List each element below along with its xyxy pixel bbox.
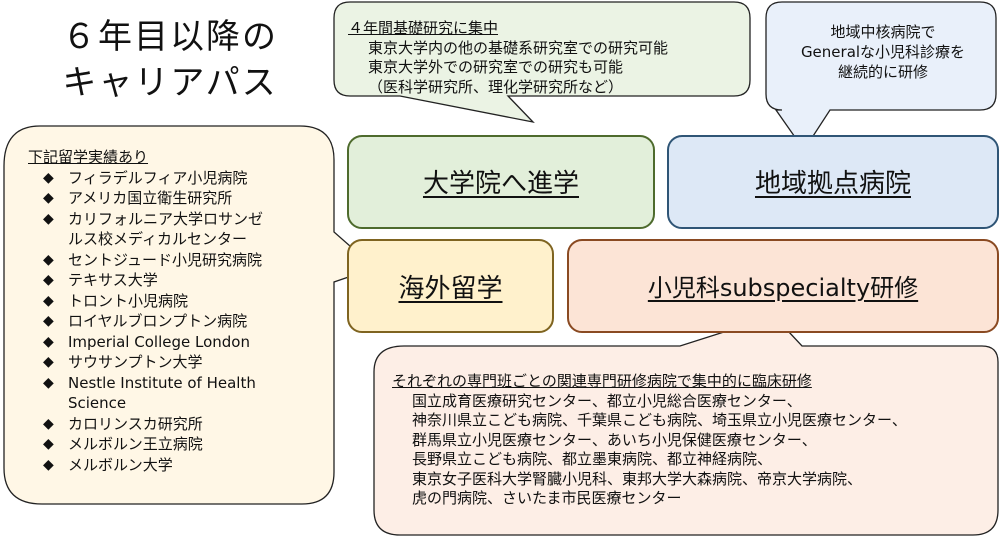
diamond-bullet-icon: ◆ xyxy=(43,415,54,432)
regional-callout-bubble xyxy=(765,1,997,152)
abroad-institution-name: サウサンプトン大学 xyxy=(68,353,203,371)
diamond-bullet-icon: ◆ xyxy=(43,210,54,227)
page-title-line-2: キャリアパス xyxy=(62,63,278,103)
abroad-callout-heading: 下記留学実績あり xyxy=(28,148,149,166)
abroad-institution-name: カロリンスカ研究所 xyxy=(68,414,203,433)
subspecialty-hospital-line: 国立成育医療研究センター、都立小児総合医療センター、 xyxy=(412,391,802,410)
abroad-institution-name: メルボルン王立病院 xyxy=(68,435,203,453)
diamond-bullet-icon: ◆ xyxy=(43,333,54,350)
graduate-school-label: 大学院へ進学 xyxy=(422,169,579,199)
graduate-school-box xyxy=(347,135,655,229)
diamond-bullet-icon: ◆ xyxy=(43,436,54,452)
abroad-callout-text: 下記留学実績あり ◆ フィラデルフィア小児病院 ◆ アメリカ国立衛生研究所 ◆ カリフォル… xyxy=(28,147,263,475)
regional-hospital-label: 地域拠点病院 xyxy=(754,169,911,199)
abroad-institution-item: ◆ カロリンスカ研究所 xyxy=(28,414,263,435)
diamond-bullet-icon: ◆ xyxy=(43,374,54,391)
diamond-bullet-icon: ◆ xyxy=(43,169,54,186)
abroad-institution-name: アメリカ国立衛生研究所 xyxy=(68,189,233,207)
abroad-institution-item: ◆ サウサンプトン大学 xyxy=(28,352,263,373)
page-title-line-1: ６年目以降の xyxy=(62,17,278,57)
abroad-institution-name: フィラデルフィア小児病院 xyxy=(68,168,248,187)
research-callout-line: （医科学研究所、理化学研究所など） xyxy=(368,77,624,96)
research-callout-text: ４年間基礎研究に集中 東京大学内の他の基礎系研究室での研究可能 東京大学外での研… xyxy=(348,19,668,97)
subspecialty-hospital-line: 長野県立こども病院、都立墨東病院、都立神経病院、 xyxy=(412,450,773,468)
abroad-institution-name: セントジュード小児研究病院 xyxy=(68,250,262,269)
abroad-institution-name: トロント小児病院 xyxy=(68,291,189,310)
abroad-institution-item: ◆ メルボルン王立病院 xyxy=(28,434,263,455)
subspecialty-callout-text: それぞれの専門班ごとの関連専門研修病院で集中的に臨床研修 国立成育医療研究センタ… xyxy=(392,372,907,509)
diamond-bullet-icon: ◆ xyxy=(43,272,54,288)
abroad-institution-list: ◆ フィラデルフィア小児病院 ◆ アメリカ国立衛生研究所 ◆ カリフォルニア大学ロサンゼル… xyxy=(28,168,263,476)
abroad-institution-name: テキサス大学 xyxy=(68,271,158,289)
research-callout-bubble xyxy=(333,1,751,124)
abroad-institution-name: メルボルン大学 xyxy=(68,455,173,474)
subspecialty-callout-bubble xyxy=(373,315,999,536)
study-abroad-box xyxy=(347,239,554,333)
regional-callout-text: 地域中核病院で Generalな小児科診療を 継続的に研修 xyxy=(770,22,996,82)
subspecialty-box xyxy=(567,239,999,333)
abroad-institution-name: カリフォルニア大学ロサンゼ xyxy=(68,209,264,228)
abroad-institution-name: Science xyxy=(68,394,127,412)
abroad-institution-item: ◆ ロイヤルブロンプトン病院 xyxy=(28,311,263,332)
abroad-institution-name: ロイヤルブロンプトン病院 xyxy=(68,312,248,330)
abroad-institution-item: ◆ カリフォルニア大学ロサンゼルス校メディカルセンター xyxy=(28,209,263,250)
research-callout-line: 東京大学内の他の基礎系研究室での研究可能 xyxy=(368,38,669,57)
abroad-callout-bubble xyxy=(3,125,377,505)
abroad-institution-name: Nestle Institute of Health xyxy=(68,373,256,392)
diamond-bullet-icon: ◆ xyxy=(43,251,54,268)
abroad-institution-name: Imperial College London xyxy=(68,332,250,351)
regional-hospital-box xyxy=(667,135,999,229)
abroad-institution-item: ◆ トロント小児病院 xyxy=(28,291,263,312)
regional-callout-line: 継続的に研修 xyxy=(837,63,928,81)
abroad-institution-item: ◆ アメリカ国立衛生研究所 xyxy=(28,188,263,209)
diamond-bullet-icon: ◆ xyxy=(43,190,54,206)
subspecialty-label: 小児科subspecialty研修 xyxy=(647,274,919,302)
abroad-institution-item: ◆ セントジュード小児研究病院 xyxy=(28,250,263,271)
subspecialty-hospital-line: 群馬県立小児医療センター、あいち小児保健医療センター、 xyxy=(412,430,817,449)
diamond-bullet-icon: ◆ xyxy=(43,354,54,370)
diamond-bullet-icon: ◆ xyxy=(43,292,54,309)
subspecialty-hospital-line: 東京女子医科大学腎臓小児科、東邦大学大森病院、帝京大学病院、 xyxy=(412,469,863,488)
abroad-institution-item: ◆ フィラデルフィア小児病院 xyxy=(28,168,263,189)
regional-callout-line: 地域中核病院で xyxy=(830,23,936,41)
study-abroad-label: 海外留学 xyxy=(398,274,503,304)
abroad-institution-name: ルス校メディカルセンター xyxy=(68,230,247,248)
diamond-bullet-icon: ◆ xyxy=(43,313,54,329)
abroad-institution-item: ◆ Imperial College London xyxy=(28,332,263,353)
subspecialty-hospital-line: 虎の門病院、さいたま市民医療センター xyxy=(412,489,682,507)
abroad-institution-item: ◆ メルボルン大学 xyxy=(28,455,263,476)
research-callout-heading: ４年間基礎研究に集中 xyxy=(348,19,499,37)
subspecialty-hospital-line: 神奈川県立こども病院、千葉県こども病院、埼玉県立小児医療センター、 xyxy=(412,411,907,429)
research-callout-line: 東京大学外での研究室での研究も可能 xyxy=(368,58,624,76)
regional-callout-line: Generalな小児科診療を xyxy=(800,43,966,61)
subspecialty-callout-heading: それぞれの専門班ごとの関連専門研修病院で集中的に臨床研修 xyxy=(392,372,812,390)
abroad-institution-item: ◆ テキサス大学 xyxy=(28,270,263,291)
page-title: ６年目以降の キャリアパス xyxy=(40,14,300,106)
diamond-bullet-icon: ◆ xyxy=(43,456,54,473)
